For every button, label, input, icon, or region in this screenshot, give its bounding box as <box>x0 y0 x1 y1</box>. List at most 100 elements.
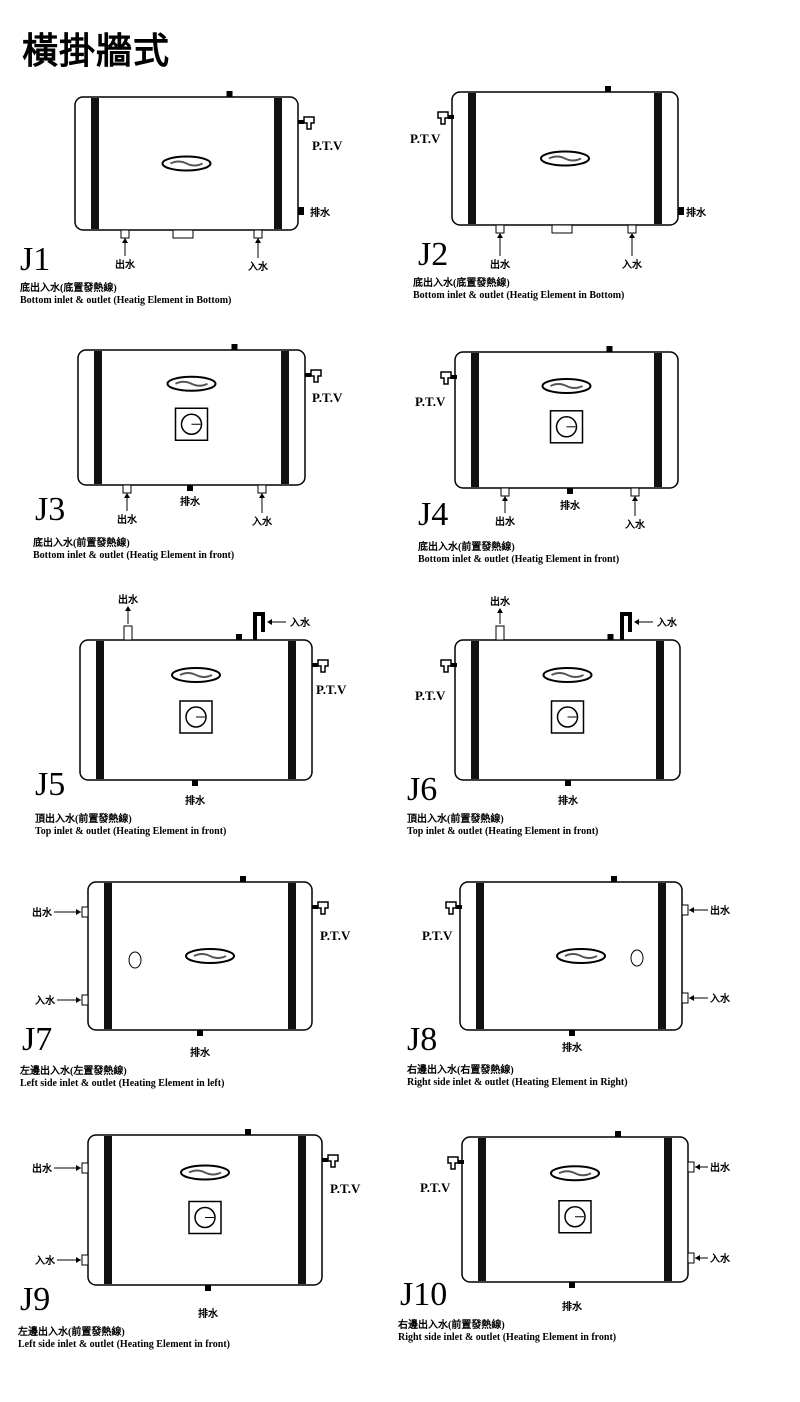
outlet-pipe <box>687 1161 695 1173</box>
inlet-pipe <box>257 484 267 494</box>
thermostat-dial <box>194 1206 216 1229</box>
ptv-label: P.T.V <box>312 138 343 153</box>
drain-pipe <box>197 1030 203 1036</box>
caption-zh: 底出入水(底置發熱線) <box>413 276 510 289</box>
thermostat-dial <box>564 1206 586 1228</box>
drain-label: 排水 <box>686 206 707 219</box>
ptv-fitting <box>298 120 304 124</box>
outlet-label: 出水 <box>32 1162 53 1175</box>
drain-pipe <box>298 207 304 215</box>
outlet-label: 出水 <box>115 258 136 271</box>
tank-band-left <box>104 1136 112 1284</box>
ptv-fitting <box>312 663 318 667</box>
outlet-pipe <box>681 904 689 916</box>
caption-en: Right side inlet & outlet (Heating Eleme… <box>398 1332 616 1343</box>
ptv-valve-icon <box>437 111 449 125</box>
tank-band-left <box>94 351 102 484</box>
brand-logo-text <box>550 383 583 389</box>
inlet-pipe <box>81 994 89 1006</box>
tank-band-right <box>654 93 662 224</box>
top-vent <box>240 876 246 882</box>
inlet-arrow-head <box>634 619 639 625</box>
tank-band-left <box>96 641 104 779</box>
outlet-arrow-head <box>695 1164 700 1170</box>
outlet-label: 出水 <box>495 515 516 528</box>
inlet-pipe <box>630 487 640 497</box>
outlet-arrow-head <box>76 909 81 915</box>
tank-band-left <box>471 641 479 779</box>
tank-band-left <box>471 353 479 487</box>
top-vent <box>605 86 611 92</box>
ptv-valve-icon <box>303 116 315 130</box>
panel-id: J6 <box>407 771 437 808</box>
inlet-label: 入水 <box>622 258 643 271</box>
ptv-fitting <box>312 905 318 909</box>
ptv-fitting <box>458 1160 464 1164</box>
panel-id: J2 <box>418 236 448 273</box>
ptv-fitting <box>305 373 311 377</box>
brand-logo-text <box>558 1170 592 1177</box>
ptv-fitting <box>456 905 462 909</box>
drain-label: 排水 <box>562 1041 583 1054</box>
inlet-pipe <box>253 612 265 640</box>
panel-id: J3 <box>35 491 65 528</box>
caption-zh: 左邊出入水(前置發熱線) <box>17 1325 125 1338</box>
ptv-label: P.T.V <box>420 1180 451 1195</box>
inlet-arrow-head <box>76 997 81 1003</box>
drain-label: 排水 <box>310 206 331 219</box>
outlet-arrow-head <box>124 493 130 498</box>
outlet-arrow-head <box>689 907 694 913</box>
brand-logo-text <box>193 953 227 959</box>
drain-pipe <box>187 485 193 491</box>
panel-j2: P.T.V出水入水排水J2底出入水(底置發熱線)Bottom inlet & o… <box>410 86 707 301</box>
top-vent <box>231 344 238 350</box>
tank-band-left <box>91 98 99 229</box>
top-vent <box>226 91 233 97</box>
tank-band-right <box>288 883 296 1029</box>
inlet-pipe <box>81 1254 89 1266</box>
drain-label: 排水 <box>180 495 201 508</box>
sight-glass <box>128 951 142 969</box>
panel-id: J1 <box>20 241 50 278</box>
caption-en: Top inlet & outlet (Heating Element in f… <box>35 826 226 837</box>
panel-id: J4 <box>418 496 448 533</box>
inlet-label: 入水 <box>710 992 731 1005</box>
drain-pipe <box>569 1282 575 1288</box>
top-vent <box>245 1129 251 1135</box>
tank-band-right <box>664 1138 672 1281</box>
drain-pipe <box>678 207 684 215</box>
ptv-label: P.T.V <box>312 390 343 405</box>
top-vent <box>607 634 614 640</box>
outlet-pipe <box>123 625 133 641</box>
brand-logo-text <box>175 380 208 387</box>
ptv-valve-icon <box>317 659 329 673</box>
top-vent <box>236 634 242 640</box>
ptv-valve-icon <box>317 901 329 915</box>
sight-glass <box>630 949 644 967</box>
drain-label: 排水 <box>560 499 581 512</box>
inlet-pipe <box>253 229 263 239</box>
tank-band-right <box>288 641 296 779</box>
brand-logo-text <box>188 1169 222 1176</box>
brand-logo-text <box>170 160 203 167</box>
outlet-label: 出水 <box>118 593 139 606</box>
inlet-arrow-head <box>695 1255 700 1261</box>
inlet-label: 入水 <box>252 515 273 528</box>
ptv-valve-icon <box>447 1156 459 1170</box>
tank-band-right <box>274 98 282 229</box>
drain-label: 排水 <box>558 794 579 807</box>
inlet-label: 入水 <box>35 1254 56 1267</box>
thermostat-dial <box>185 706 207 728</box>
drain-pipe <box>567 488 573 494</box>
inlet-pipe <box>620 612 632 640</box>
drain-label: 排水 <box>198 1307 219 1320</box>
inlet-arrow-head <box>267 619 272 625</box>
inlet-label: 入水 <box>710 1252 731 1265</box>
panel-id: J10 <box>400 1276 447 1313</box>
panel-j1: P.T.V出水入水排水J1底出入水(底置發熱線)Bottom inlet & o… <box>20 91 343 306</box>
drain-pipe <box>569 1030 575 1036</box>
inlet-label: 入水 <box>35 994 56 1007</box>
caption-en: Bottom inlet & outlet (Heatig Element in… <box>413 290 624 301</box>
